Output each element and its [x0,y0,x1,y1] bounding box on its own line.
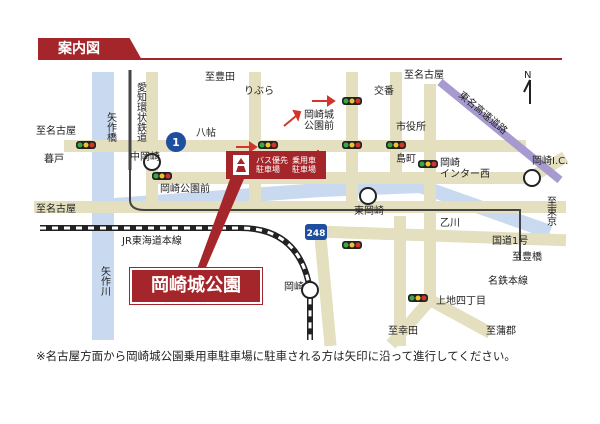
label-city-hall: 市役所 [396,120,426,133]
route-248-number: 248 [307,229,326,239]
traffic-lights [76,97,438,302]
label-yahagi-river: 矢作川 [99,265,111,296]
label-okazaki-ic: 岡崎I.C. [532,154,568,167]
label-to-gamagori: 至蒲郡 [486,324,516,337]
route-1-badge: 1 [166,132,186,152]
header-rule [38,58,562,60]
label-meitetsu: 名鉄本線 [488,274,528,287]
label-to-nagoya-left: 至名古屋 [36,124,76,137]
label-happo: 八帖 [196,126,216,139]
svg-text:N: N [524,70,531,81]
label-okazaki-ic-west: 岡崎インター西 [440,156,490,180]
label-higashi-okazaki: 東岡崎 [354,204,384,217]
label-to-tokyo: 至東京 [545,196,557,227]
label-yahagi-bridge: 矢作橋 [105,111,117,143]
label-to-toyohashi: 至豊橋 [512,250,542,263]
label-castle-park-front: 岡崎城公園前 [304,108,334,132]
label-okazaki-park-front: 岡崎公園前 [160,182,210,195]
car-parking-label: 乗用車駐車場 [292,155,316,174]
label-shimada: 島町 [396,152,416,165]
park-pointer [196,179,244,272]
label-to-nagoya-mid: 至名古屋 [36,202,76,215]
okazaki-ic-marker [523,169,541,187]
station-naka-okazaki [143,153,161,171]
tomei-expressway [437,78,563,184]
label-tomei: 東名高速道路 [456,88,510,137]
route-248-badge: 248 [305,224,327,240]
label-kamichi: 上地四丁目 [436,294,486,307]
map-title: 案内図 [58,41,100,57]
label-otogawa: 乙川 [440,217,460,229]
route-1-number: 1 [172,136,180,149]
label-aichi-loop: 愛知環状鉄道 [135,81,147,142]
label-okazaki: 岡崎 [284,280,304,293]
bus-parking-label: バス優先駐車場 [256,155,288,174]
meitetsu-line [129,165,521,260]
okazaki-castle-park-label: 岡崎城公園 [130,268,262,304]
station-okazaki [301,281,319,299]
label-to-kota: 至幸田 [388,325,418,337]
label-national-route1: 国道1号 [492,234,528,247]
footnote: ※名古屋方面から岡崎城公園乗用車駐車場に駐車される方は矢印に沿って進行してくださ… [36,349,516,363]
label-kakubo: 暮戸 [44,152,64,165]
roads [34,72,569,349]
label-to-toyota: 至豊田 [205,70,235,83]
map-title-tab: 案内図 [38,38,142,60]
label-to-nagoya-top: 至名古屋 [404,68,444,81]
station-higashi-okazaki [359,187,377,205]
label-ribura: りぶら [244,85,274,97]
label-kobashi: 交番 [374,84,394,97]
north-arrow-icon: N [523,70,531,104]
parking-marker: バス優先駐車場 乗用車駐車場 [226,151,326,179]
label-naka-okazaki: 中岡崎 [130,150,160,163]
label-jr-line: JR東海道本線 [121,234,182,247]
